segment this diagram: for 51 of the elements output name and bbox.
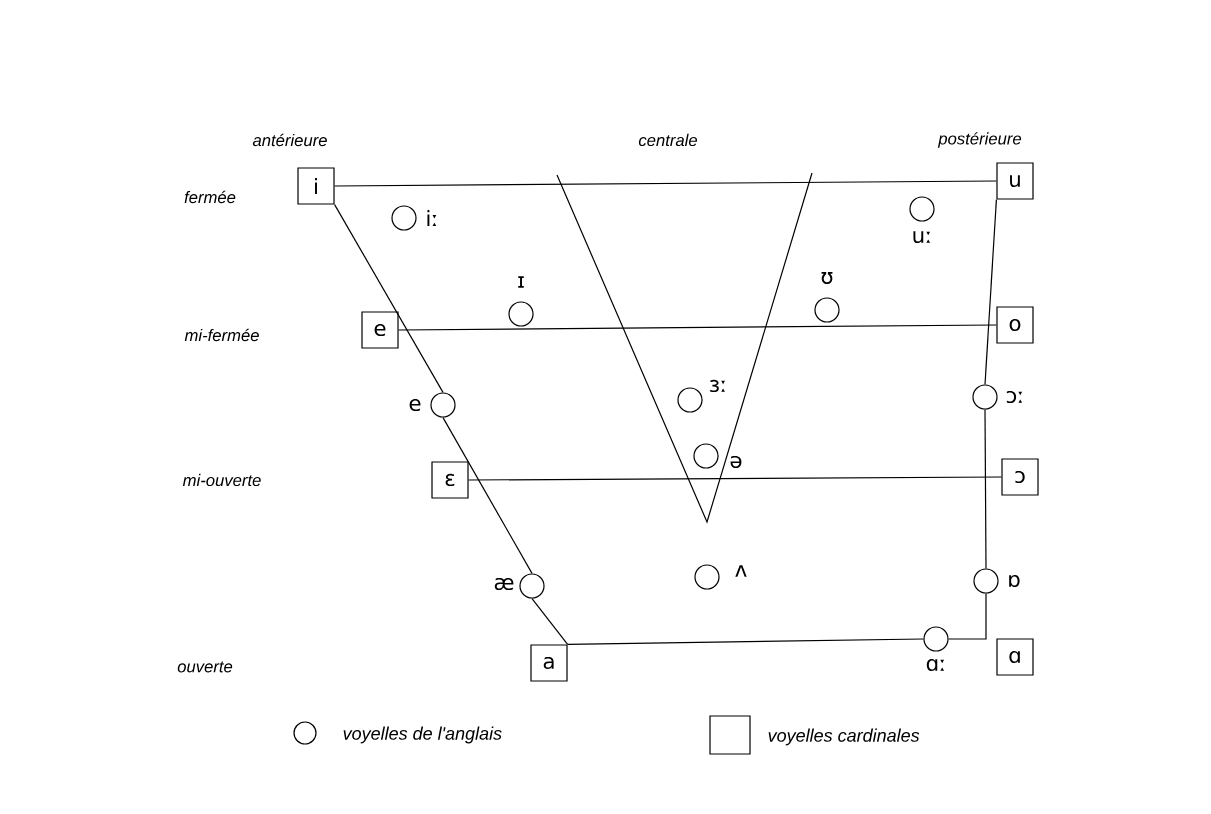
chart-line xyxy=(984,409,987,569)
vowel-box: e xyxy=(361,311,399,349)
vowel-circle xyxy=(508,301,534,327)
chart-line xyxy=(468,476,1002,481)
vowel-circle xyxy=(814,297,840,323)
chart-line xyxy=(984,199,997,385)
vowel-circle xyxy=(430,392,456,418)
chart-line xyxy=(531,598,569,645)
vowel-symbol: iː xyxy=(427,209,437,227)
vowel-symbol: ɜː xyxy=(710,379,725,393)
vowel-circle xyxy=(391,205,417,231)
vowel-box: i xyxy=(297,167,335,205)
vowel-circle xyxy=(973,568,999,594)
legend-text: voyelles de l'anglais xyxy=(343,726,502,744)
axis-label: antérieure xyxy=(252,133,327,147)
chart-line xyxy=(398,324,997,331)
vowel-circle xyxy=(923,626,949,652)
vowel-circle xyxy=(694,564,720,590)
axis-label: ouverte xyxy=(177,661,233,673)
vowel-symbol: ɔː xyxy=(1006,390,1023,404)
vowel-box: ɔ xyxy=(1001,458,1039,496)
vowel-box: o xyxy=(996,306,1034,344)
vowel-circle xyxy=(972,384,998,410)
vowel-symbol: e xyxy=(409,398,421,412)
vowel-symbol: ʊ xyxy=(821,272,833,284)
vowel-symbol: ə xyxy=(730,455,742,469)
vowel-circle xyxy=(909,196,935,222)
axis-label: fermée xyxy=(184,190,236,204)
legend-text: voyelles cardinales xyxy=(768,728,920,746)
chart-line xyxy=(334,180,997,187)
vowel-symbol: uː xyxy=(913,230,931,244)
vowel-circle xyxy=(693,443,719,469)
chart-line xyxy=(567,638,924,645)
vowel-box: ɛ xyxy=(431,461,469,499)
vowel-symbol: ɒ xyxy=(1009,574,1020,588)
chart-line xyxy=(442,417,533,574)
chart-line xyxy=(948,593,987,640)
vowel-box: ɑ xyxy=(996,638,1034,676)
vowel-symbol: ɑː xyxy=(926,658,945,672)
axis-label: postérieure xyxy=(937,132,1022,148)
vowel-box: a xyxy=(530,644,568,682)
axis-label: mi-ouverte xyxy=(182,473,261,487)
vowel-symbol: ɪ xyxy=(518,276,524,288)
vowel-circle xyxy=(519,573,545,599)
chart-line xyxy=(334,204,444,393)
axis-label: mi-fermée xyxy=(184,328,259,342)
vowel-symbol: æ xyxy=(494,577,514,591)
vowel-symbol: ʌ xyxy=(735,565,747,577)
axis-label: centrale xyxy=(638,133,698,147)
vowel-box: u xyxy=(996,162,1034,200)
vowel-circle xyxy=(677,387,703,413)
